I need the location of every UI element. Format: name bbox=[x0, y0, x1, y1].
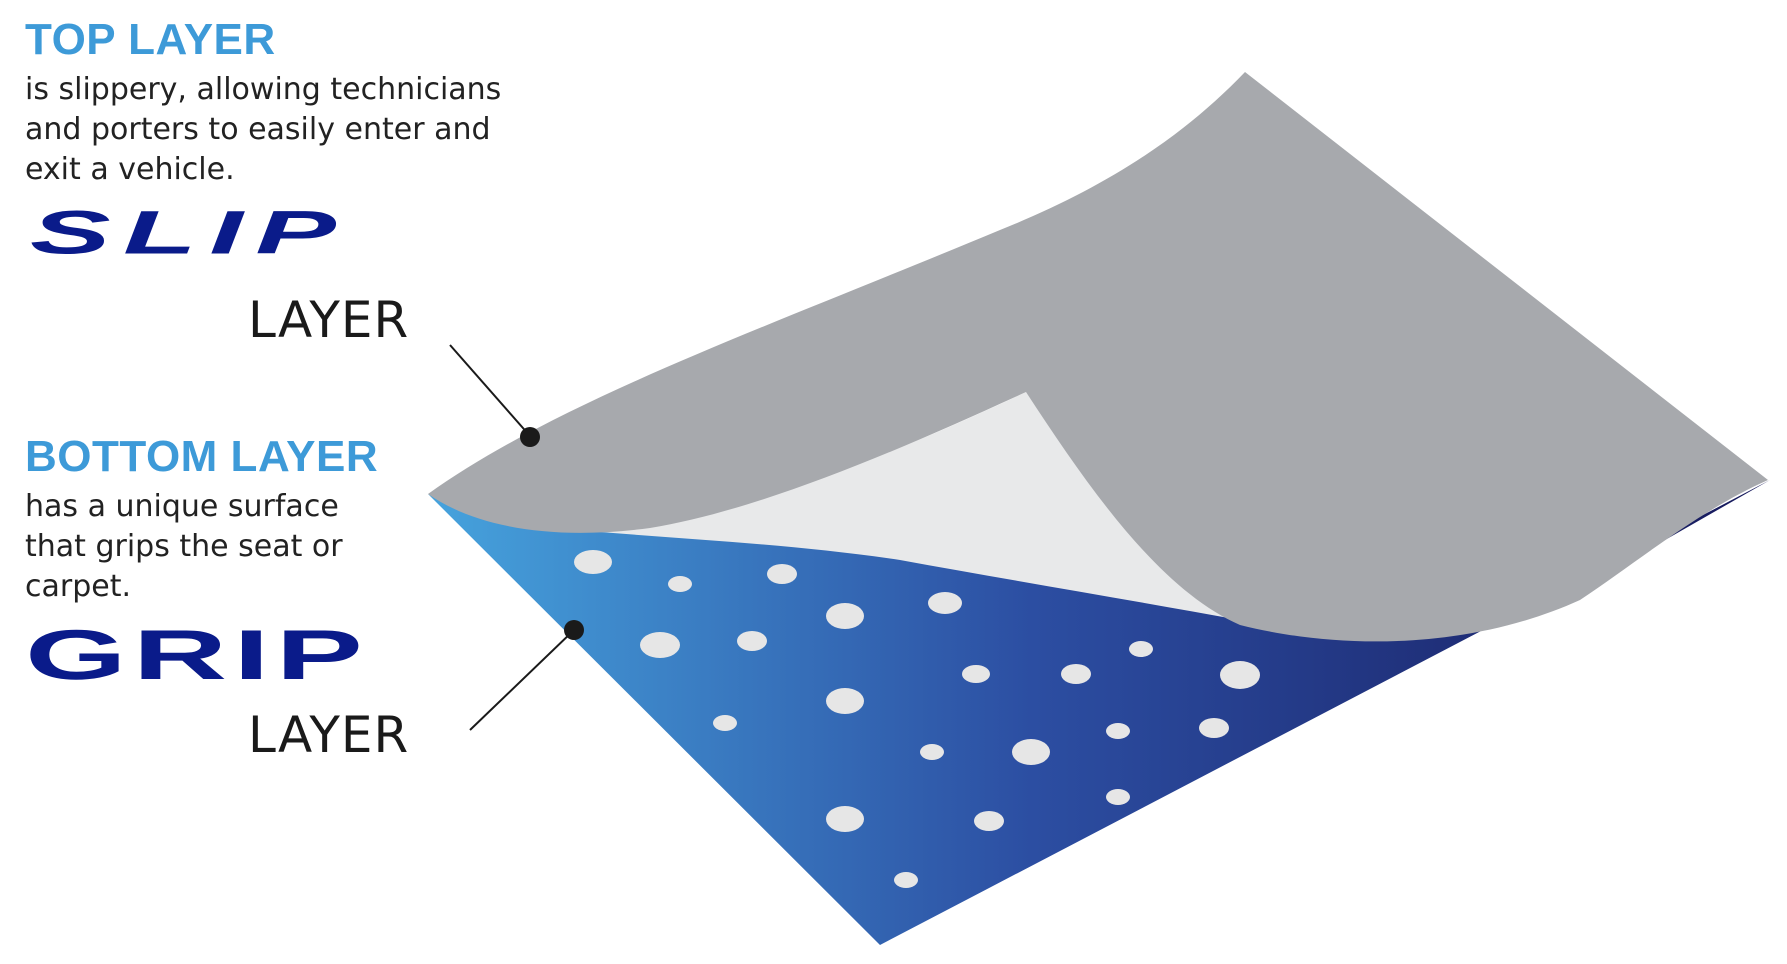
grip-dots bbox=[574, 550, 1260, 888]
grip-leader-line bbox=[469, 620, 584, 731]
grip-dot bbox=[920, 744, 944, 760]
top-layer-heading: TOP LAYER bbox=[25, 15, 276, 64]
grip-dot bbox=[713, 715, 737, 731]
top-layer-description-line: exit a vehicle. bbox=[25, 152, 235, 187]
bottom-layer-description-line: carpet. bbox=[25, 569, 132, 604]
grip-dot bbox=[826, 688, 864, 714]
grip-dot bbox=[1199, 718, 1229, 738]
grip-dot bbox=[928, 592, 962, 614]
bottom-layer-description-line: has a unique surface bbox=[25, 489, 339, 524]
slip-leader-line bbox=[449, 344, 540, 447]
top-layer-description-line: is slippery, allowing technicians bbox=[25, 72, 502, 107]
grip-leader-marker bbox=[564, 620, 584, 640]
grip-dot bbox=[574, 550, 612, 574]
grip-dot bbox=[1061, 664, 1091, 684]
grip-layer-label: LAYER bbox=[248, 706, 410, 764]
curl-underside bbox=[600, 392, 1240, 620]
bottom-layer-callout: BOTTOM LAYER has a unique surface that g… bbox=[25, 435, 378, 607]
grip-dot bbox=[1129, 641, 1153, 657]
grip-dot bbox=[894, 872, 918, 888]
bottom-layer-heading: BOTTOM LAYER bbox=[25, 432, 379, 481]
grip-dot bbox=[767, 564, 797, 584]
slip-layer-top-surface bbox=[428, 72, 1768, 642]
grip-dot bbox=[668, 576, 692, 592]
grip-dot bbox=[962, 665, 990, 683]
top-layer-description-line: and porters to easily enter and bbox=[25, 112, 491, 147]
grip-dot bbox=[640, 632, 680, 658]
top-layer-description: is slippery, allowing technicians and po… bbox=[25, 70, 501, 190]
slip-layer-label: LAYER bbox=[248, 291, 410, 349]
grip-layer-bottom-surface bbox=[428, 480, 1770, 945]
slip-leader-marker bbox=[520, 427, 540, 447]
bottom-layer-description-line: that grips the seat or bbox=[25, 529, 343, 564]
bottom-layer-description: has a unique surface that grips the seat… bbox=[25, 487, 378, 607]
grip-dot bbox=[1106, 789, 1130, 805]
grip-dot bbox=[737, 631, 767, 651]
grip-dot bbox=[1220, 661, 1260, 689]
grip-dot bbox=[974, 811, 1004, 831]
grip-dot bbox=[826, 603, 864, 629]
grip-dot bbox=[826, 806, 864, 832]
slip-brand-wordmark: SLIP bbox=[30, 198, 349, 267]
top-layer-callout: TOP LAYER is slippery, allowing technici… bbox=[25, 18, 501, 190]
grip-dot bbox=[1012, 739, 1050, 765]
grip-brand-wordmark: GRIP bbox=[25, 615, 369, 695]
grip-dot bbox=[1106, 723, 1130, 739]
